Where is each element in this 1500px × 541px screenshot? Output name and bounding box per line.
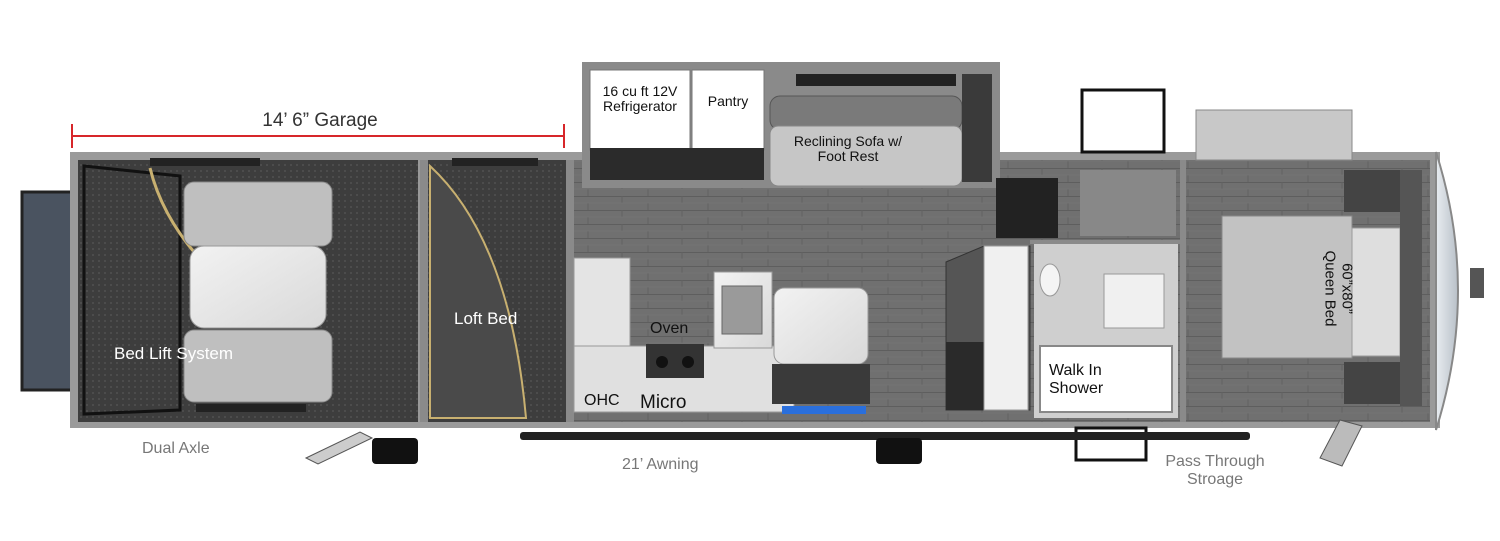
- toilet: [1039, 263, 1061, 297]
- stove: [646, 344, 704, 378]
- closet: [1080, 170, 1176, 236]
- loft-window: [452, 158, 538, 166]
- dual-axle-label: Dual Axle: [142, 440, 210, 457]
- garage-dimension-label: 14’ 6” Garage: [262, 110, 378, 131]
- kitchen-table: [773, 287, 869, 365]
- awning-bar: [520, 432, 1250, 440]
- oven-label: Oven: [650, 320, 689, 337]
- loft-wall: [420, 160, 428, 422]
- slide-window: [796, 74, 956, 86]
- pantry-label: Pantry: [707, 93, 749, 109]
- front-jack: [1319, 419, 1363, 467]
- bed-lift-frame: [82, 164, 182, 416]
- rear-stabilizer: [304, 431, 374, 465]
- sofa-label: Reclining Sofa w/ Foot Rest: [793, 133, 903, 165]
- loft-curtain: [429, 163, 528, 419]
- entry-door: [996, 178, 1058, 238]
- wheel-rear: [372, 438, 418, 464]
- dinette-seat-bottom: [183, 329, 333, 403]
- kitchen-bench: [772, 364, 870, 404]
- dinette-seat-top: [183, 181, 333, 247]
- vanity: [1103, 273, 1165, 329]
- front-cap: [1435, 151, 1459, 431]
- shower: [1039, 345, 1173, 413]
- sofa-arm: [962, 74, 992, 182]
- ramp-door: [20, 190, 76, 392]
- fireplace-cabinet: [983, 245, 1029, 411]
- bedroom-wall: [1180, 160, 1186, 422]
- refrigerator-label: 16 cu ft 12V Refrigerator: [602, 83, 678, 115]
- pantry-box: [691, 69, 765, 151]
- ohc-label: OHC: [584, 392, 620, 409]
- pillows: [1351, 227, 1401, 357]
- bath-wall: [1030, 240, 1180, 244]
- led-strip: [782, 406, 866, 414]
- dinette-table: [189, 245, 327, 329]
- garage-dimension-line: [71, 124, 565, 148]
- garage-window-top: [150, 158, 260, 166]
- shower-label: Walk In Shower: [1049, 362, 1104, 397]
- queen-bed-label: 60”x80” Queen Bed: [1322, 250, 1356, 327]
- bed-slide: [1195, 109, 1353, 161]
- steps-top: [1080, 88, 1166, 154]
- sofa-back: [769, 95, 963, 131]
- fridge-base: [590, 148, 764, 180]
- hitch: [1470, 268, 1484, 298]
- loft-bed-label: Loft Bed: [454, 309, 518, 328]
- sink: [721, 285, 763, 335]
- fireplace-box: [946, 342, 986, 410]
- fridge-box: [589, 69, 691, 151]
- micro-label: Micro: [640, 392, 687, 413]
- living-wall: [566, 160, 574, 422]
- wheel-front: [876, 438, 922, 464]
- wardrobe: [1400, 170, 1422, 406]
- awning-label: 21’ Awning: [622, 456, 699, 473]
- garage-window-bottom: [196, 404, 306, 412]
- storage-label: Pass Through Stroage: [1165, 453, 1265, 488]
- bed-lift-label: Bed Lift System: [114, 344, 234, 363]
